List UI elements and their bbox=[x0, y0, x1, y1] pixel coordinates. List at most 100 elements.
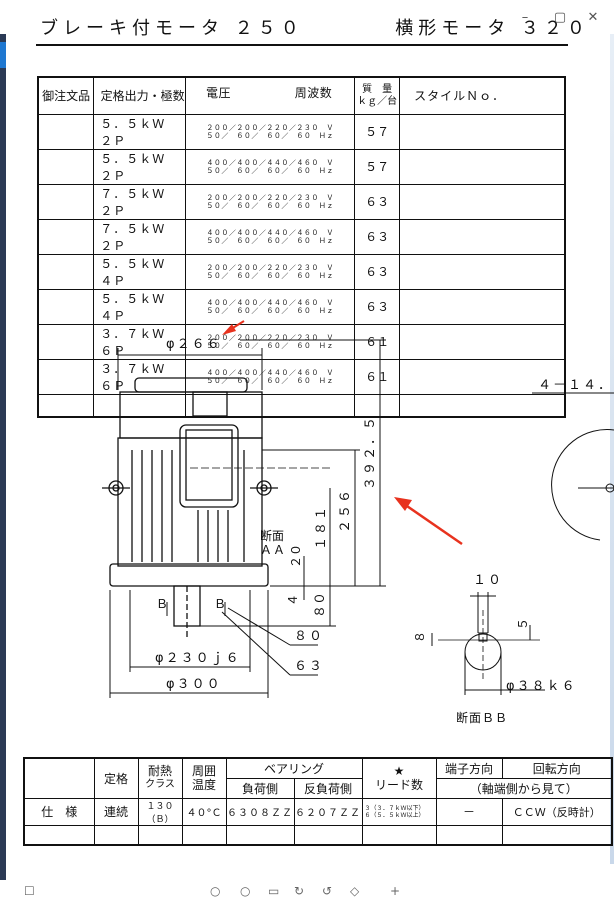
header-voltage-frequency: 電圧 周波数 bbox=[184, 76, 356, 115]
header-rotation-direction: 回転方向 bbox=[501, 757, 613, 779]
header-mass: 質 量 ｋｇ／台 bbox=[354, 76, 401, 115]
header-mass-bottom: ｋｇ／台 bbox=[357, 95, 398, 107]
refresh-icon[interactable]: ↺ bbox=[322, 884, 333, 898]
bottom-toolbar: ☐ ○ ○ ▭ ↻ ↺ ◇ + bbox=[0, 880, 614, 898]
row-output: ５．５ｋＷ ２Ｐ bbox=[93, 113, 186, 150]
voltage-line: ４００／４００／４４０／４６０ Ｖ bbox=[206, 158, 334, 167]
tag-icon[interactable]: ◇ bbox=[350, 884, 360, 898]
header-heat-class: 耐熱クラス bbox=[137, 757, 183, 799]
dim-10: １０ bbox=[473, 573, 503, 588]
document-title-right: 横形モータ ３２０ bbox=[395, 18, 590, 39]
dim-80-vertical: ８０ bbox=[313, 592, 328, 618]
dim-phi230: φ２３０ｊ６ bbox=[155, 651, 241, 666]
left-edge-highlight[interactable] bbox=[0, 42, 6, 68]
value-rotation-direction: ＣＣＷ（反時計） bbox=[501, 797, 613, 826]
header-rating: 定格 bbox=[93, 757, 139, 799]
section-aa-label-2: ＡＡ bbox=[260, 543, 286, 557]
row-output: ７．５ｋＷ ２Ｐ bbox=[93, 218, 186, 255]
value-load-bearing: ６３０８ＺＺ bbox=[225, 797, 295, 826]
header-mass-top: 質 量 bbox=[362, 83, 393, 95]
row-output: ７．５ｋＷ ２Ｐ bbox=[93, 183, 186, 220]
fit-page-icon[interactable]: ▭ bbox=[268, 884, 280, 898]
left-edge-panel bbox=[0, 0, 6, 898]
voltage-line: ２００／２００／２２０／２３０ Ｖ bbox=[206, 263, 334, 272]
row-mass: ６３ bbox=[354, 183, 401, 220]
voltage-line: ４００／４００／４４０／４６０ Ｖ bbox=[206, 228, 334, 237]
header-terminal-direction: 端子方向 bbox=[435, 757, 503, 779]
section-bb-label: 断面ＢＢ bbox=[456, 710, 508, 725]
row-mass: ６３ bbox=[354, 218, 401, 255]
zoom-in-icon[interactable]: ○ bbox=[240, 884, 251, 898]
frequency-line: ５０／ ６０／ ６０／ ６０ Ｈｚ bbox=[206, 306, 334, 315]
holes-note: ４－１４．５ bbox=[538, 378, 614, 393]
add-icon[interactable]: + bbox=[390, 884, 401, 898]
rotate-icon[interactable]: ↻ bbox=[294, 884, 305, 898]
frequency-line: ５０／ ６０／ ６０／ ６０ Ｈｚ bbox=[206, 271, 334, 280]
minimize-button[interactable]: – bbox=[521, 10, 529, 25]
motor-dimension-drawing: φ２６６ ３９２．５ ２５６ １８１ ２０ 断面 ＡＡ ４ ８０ Ｂ bbox=[102, 320, 614, 725]
dim-181: １８１ bbox=[314, 505, 329, 550]
motor-body bbox=[102, 377, 330, 640]
frequency-line: ５０／ ６０／ ６０／ ６０ Ｈｚ bbox=[206, 166, 334, 175]
dim-20: ２０ bbox=[289, 544, 303, 568]
dim-phi266: φ２６６ bbox=[166, 337, 222, 352]
row-mass: ６１ bbox=[354, 358, 401, 395]
dim-392: ３９２．５ bbox=[363, 415, 378, 490]
header-load-side: 負荷側 bbox=[225, 777, 295, 799]
dim-8: ８ bbox=[413, 631, 427, 643]
dim-63: ６３ bbox=[294, 659, 324, 674]
voltage-line: ２００／２００／２２０／２３０ Ｖ bbox=[206, 123, 334, 132]
dim-256: ２５６ bbox=[338, 488, 353, 533]
row-output: ５．５ｋＷ ４Ｐ bbox=[93, 253, 186, 290]
row-mass: ６１ bbox=[354, 323, 401, 360]
section-b-left: Ｂ bbox=[156, 597, 168, 611]
document-title: ブレーキ付モータ ２５０ 横形モータ ３２０ bbox=[40, 14, 590, 40]
title-rule bbox=[36, 44, 568, 46]
maximize-button[interactable]: ▢ bbox=[553, 10, 567, 25]
header-output: 定格出力・極数 bbox=[93, 76, 186, 115]
document-title-left: ブレーキ付モータ ２５０ bbox=[40, 18, 304, 39]
red-arrow-annotation bbox=[222, 320, 463, 546]
page-checkbox-icon[interactable]: ☐ bbox=[24, 884, 35, 898]
value-terminal-direction: － bbox=[435, 797, 503, 826]
frequency-line: ５０／ ６０／ ６０／ ６０ Ｈｚ bbox=[206, 376, 334, 385]
value-rating: 連続 bbox=[93, 797, 139, 826]
window-titlebar: ブレーキ付モータ ２５０ 横形モータ ３２０ – ▢ ✕ bbox=[0, 0, 614, 39]
frequency-line: ５０／ ６０／ ６０／ ６０ Ｈｚ bbox=[206, 341, 334, 350]
close-button[interactable]: ✕ bbox=[587, 10, 599, 25]
row-mass: ６３ bbox=[354, 253, 401, 290]
value-anti-load-bearing: ６２０７ＺＺ bbox=[293, 797, 363, 826]
row-mass: ５７ bbox=[354, 113, 401, 150]
row-output: ３．７ｋＷ ６Ｐ bbox=[93, 358, 186, 395]
dim-4: ４ bbox=[286, 594, 300, 606]
table-row-empty bbox=[37, 393, 566, 418]
header-style: スタイルＮｏ． bbox=[399, 76, 566, 115]
header-anti-load-side: 反負荷側 bbox=[293, 777, 363, 799]
dim-5: ５ bbox=[516, 618, 530, 630]
right-edge-panel bbox=[610, 34, 614, 864]
voltage-line: ４００／４００／４４０／４６０ Ｖ bbox=[206, 298, 334, 307]
frequency-line: ５０／ ６０／ ６０／ ６０ Ｈｚ bbox=[206, 201, 334, 210]
section-bb-view bbox=[431, 592, 545, 695]
header-bearing: ベアリング bbox=[225, 757, 363, 779]
section-aa-label-1: 断面 bbox=[260, 528, 284, 543]
header-voltage: 電圧 bbox=[205, 86, 231, 100]
voltage-line: ２００／２００／２２０／２３０ Ｖ bbox=[206, 333, 334, 342]
flange-partial-view bbox=[551, 429, 614, 541]
dim-80-horizontal: ８０ bbox=[294, 629, 324, 644]
zoom-out-icon[interactable]: ○ bbox=[210, 884, 221, 898]
row-label-spec: 仕 様 bbox=[23, 797, 95, 826]
